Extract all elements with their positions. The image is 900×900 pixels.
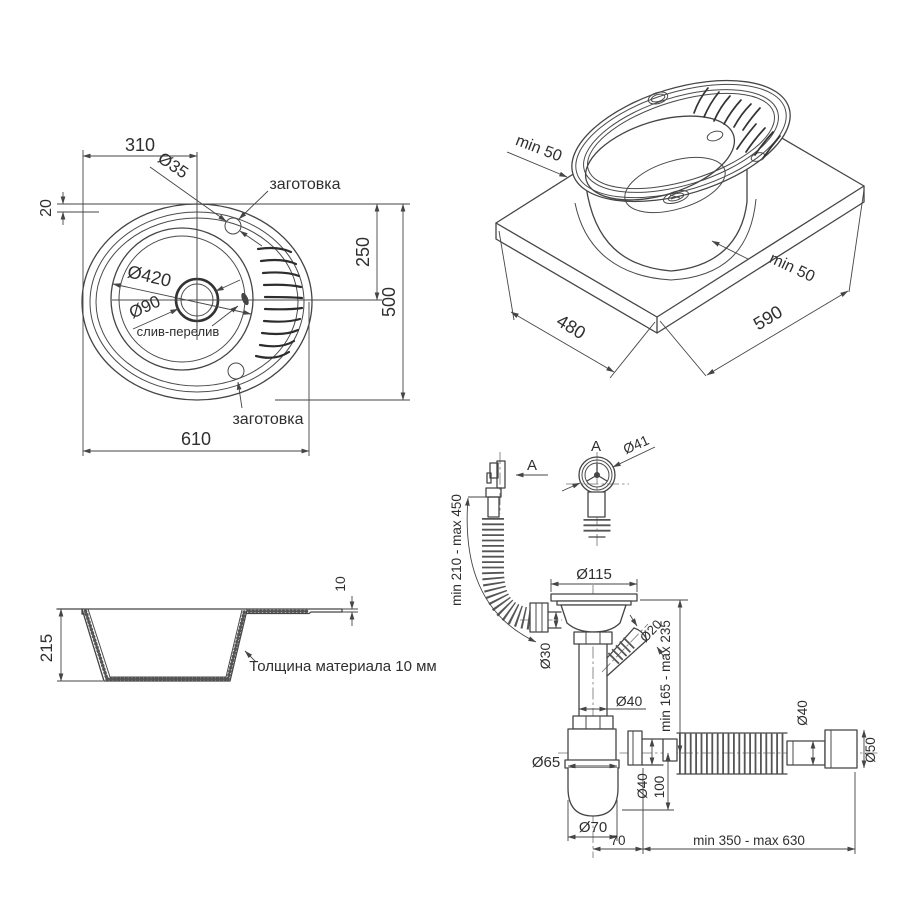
dim-d40-outlet-label: Ø40: [635, 773, 650, 799]
dim-70-label: 70: [610, 833, 625, 848]
faucet-hole-top: [224, 217, 242, 235]
outlet-flex-pipe: [627, 729, 858, 775]
height-range-label: min 165 - max 235: [658, 620, 673, 732]
top-view-dimensions: 310 20 250 500 610 Ø35 заготовка: [38, 135, 410, 456]
bowl-iso: [584, 115, 736, 214]
dim-310-label: 310: [125, 135, 155, 155]
flex-range-label: min 350 - max 630: [693, 833, 805, 848]
min50-left-label: min 50: [513, 132, 564, 165]
dim-215-label: 215: [37, 634, 56, 662]
siphon-centerlines: [499, 452, 880, 858]
sink-top-view: 310 20 250 500 610 Ø35 заготовка: [38, 135, 410, 456]
dim-20-label: 20: [38, 199, 55, 217]
min50-right-label: min 50: [767, 250, 818, 286]
overflow-range-label: min 210 - max 450: [449, 494, 464, 606]
dim-590-label: 590: [750, 302, 786, 335]
siphon-view: A A Ø41 min 210 - max 450 Ø115 Ø30 Ø20: [449, 432, 880, 858]
dim-d65-label: Ø65: [532, 754, 560, 771]
dim-d35-label: Ø35: [154, 149, 191, 183]
sink-section-view: 215 10 Толщина материала 10 мм: [37, 576, 437, 682]
drainboard-ribs: [254, 246, 304, 359]
dim-d40-pipe-label: Ø40: [616, 693, 643, 709]
faucet-hole-bottom: [227, 362, 245, 380]
siphon-dimensions: A A Ø41 min 210 - max 450 Ø115 Ø30 Ø20: [449, 432, 878, 854]
material-note: Толщина материала 10 мм: [249, 658, 436, 675]
detail-a-label: A: [591, 438, 601, 455]
dishwasher-branch: [606, 627, 648, 677]
section-a-label: A: [527, 457, 537, 474]
dim-610-label: 610: [181, 429, 211, 449]
overflow-assembly: [482, 460, 562, 633]
section-dimensions: 215 10 Толщина материала 10 мм: [37, 576, 437, 682]
dim-d50-label: Ø50: [863, 737, 878, 763]
dim-100-label: 100: [652, 776, 667, 799]
board-cutout: [574, 198, 757, 281]
drainboard-ribs-iso: [693, 87, 781, 159]
dim-10-label: 10: [332, 576, 348, 592]
dim-500-label: 500: [379, 287, 399, 317]
dim-d40-end-label: Ø40: [795, 700, 810, 726]
overflow-mark: [241, 292, 249, 306]
section-profile: [56, 608, 343, 682]
dim-250-label: 250: [353, 237, 373, 267]
overflow-nut: [529, 602, 549, 633]
blank-top-label: заготовка: [269, 176, 340, 193]
sink-rim-iso: [571, 79, 791, 203]
dim-d115-label: Ø115: [576, 566, 612, 583]
sink-isometric-view: min 50 min 50 480 590: [495, 79, 865, 379]
dim-d420-label: Ø420: [126, 261, 173, 290]
overflow-detail-a: [578, 456, 616, 538]
dim-d70-label: Ø70: [579, 819, 607, 836]
dim-d30-label: Ø30: [537, 643, 553, 670]
dim-480-label: 480: [553, 311, 589, 344]
dim-d41-label: Ø41: [621, 432, 652, 457]
rim-holes-iso: [647, 91, 766, 162]
overflow-label: слив-перелив: [137, 324, 220, 339]
blank-bottom-label: заготовка: [232, 411, 303, 428]
